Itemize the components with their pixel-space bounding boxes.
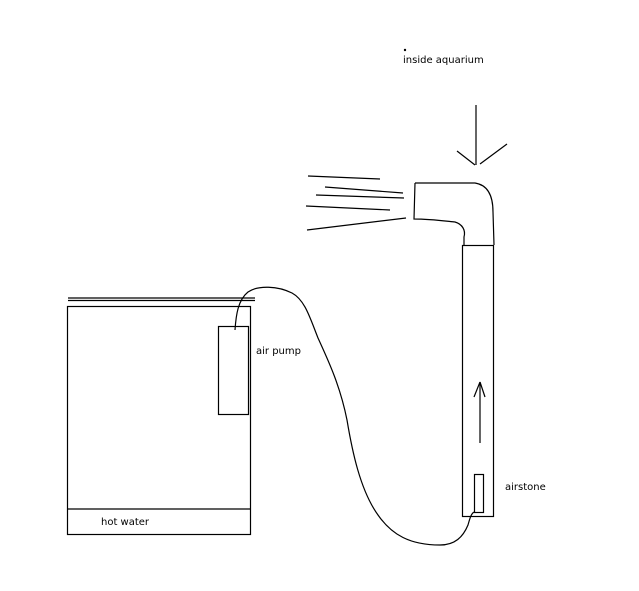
- down-arrow-icon: [456, 105, 508, 166]
- airstone: [473, 473, 485, 514]
- air-pump: [217, 325, 250, 416]
- inside-aquarium-label: inside aquarium: [403, 55, 484, 66]
- airstone-label: airstone: [505, 482, 546, 493]
- airlift-column: [461, 244, 495, 518]
- elbow-outlet: [413, 182, 495, 246]
- air-pump-label: air pump: [256, 346, 301, 357]
- stray-dot: [403, 48, 407, 52]
- hot-water-tank: [66, 305, 252, 536]
- water-spray-lines: [305, 175, 407, 231]
- tank-lid: [68, 297, 255, 302]
- air-tube: [234, 286, 475, 546]
- bubble-flow-arrow-icon: [473, 381, 486, 443]
- hot-water-label: hot water: [101, 517, 150, 528]
